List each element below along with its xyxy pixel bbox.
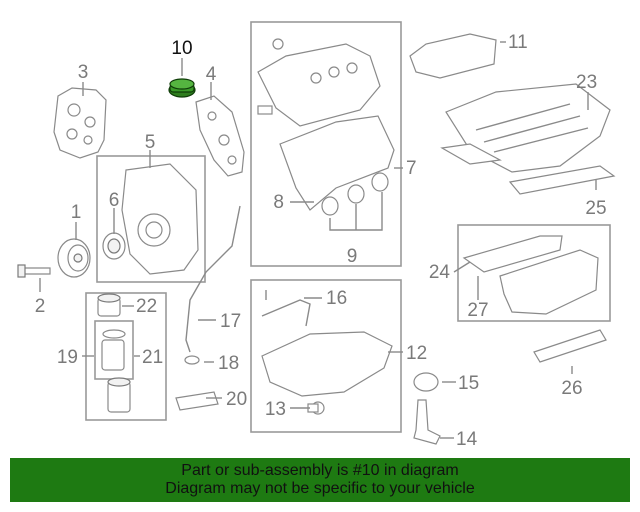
- callout-15: 15: [458, 373, 479, 394]
- gasket-part[interactable]: [175, 391, 219, 411]
- valve-cover-part[interactable]: [257, 38, 381, 127]
- callout-22: 22: [136, 296, 157, 317]
- oil-pan-part[interactable]: [261, 331, 393, 397]
- callout-19: 19: [57, 347, 78, 368]
- front-seal-part[interactable]: [102, 232, 126, 260]
- callout-21: 21: [142, 347, 163, 368]
- valve-cover-gasket-part[interactable]: [279, 115, 395, 211]
- oil-pump-pickup-part[interactable]: [413, 399, 441, 445]
- dipstick-tube-part[interactable]: [185, 205, 241, 353]
- oil-filler-cap-part[interactable]: [168, 78, 196, 98]
- lower-intake-part[interactable]: [462, 235, 599, 315]
- callout-4: 4: [206, 64, 217, 85]
- callout-14: 14: [456, 429, 478, 450]
- callout-18: 18: [218, 353, 239, 374]
- callout-7: 7: [406, 158, 417, 179]
- callout-26: 26: [561, 378, 582, 399]
- oil-baffle-part[interactable]: [261, 290, 311, 327]
- callout-6: 6: [109, 190, 120, 211]
- banner-line-1: Part or sub-assembly is #10 in diagram: [181, 462, 459, 479]
- oil-filter-element-part[interactable]: [101, 329, 126, 371]
- callout-2: 2: [35, 296, 46, 317]
- oil-filter-housing-part[interactable]: [107, 377, 131, 413]
- callout-1: 1: [71, 202, 82, 223]
- callout-25: 25: [585, 198, 606, 219]
- manifold-gasket-part[interactable]: [440, 143, 502, 165]
- callout-9: 9: [347, 246, 358, 267]
- callout-5: 5: [145, 132, 156, 153]
- engine-block-part[interactable]: [53, 87, 107, 159]
- callout-27: 27: [467, 300, 488, 321]
- callout-8: 8: [273, 192, 284, 213]
- oil-level-sensor-part[interactable]: [307, 401, 325, 415]
- callout-16: 16: [326, 288, 347, 309]
- engine-cover-part[interactable]: [409, 33, 497, 79]
- exhaust-gasket-part[interactable]: [533, 329, 607, 363]
- valve-cover-box: [250, 21, 402, 267]
- cover-assembly-box: [96, 155, 206, 283]
- balancer-bolt-part[interactable]: [17, 264, 51, 278]
- callout-11: 11: [508, 32, 528, 53]
- callout-3: 3: [78, 62, 89, 83]
- callout-12: 12: [406, 343, 427, 364]
- front-cover-part[interactable]: [121, 163, 199, 275]
- callout-24: 24: [429, 262, 451, 283]
- timing-cover-part[interactable]: [195, 95, 245, 177]
- oil-pan-box: [250, 279, 402, 433]
- callout-20: 20: [226, 389, 247, 410]
- crankshaft-balancer-part[interactable]: [57, 238, 91, 278]
- callout-10: 10: [171, 38, 192, 59]
- banner-line-2: Diagram may not be specific to your vehi…: [165, 480, 475, 497]
- intake-gasket-part[interactable]: [508, 165, 616, 195]
- intake-lower-box: [457, 224, 611, 322]
- callout-17: 17: [220, 311, 241, 332]
- dipstick-o-ring-part[interactable]: [184, 355, 200, 365]
- leader-lines: [39, 41, 597, 439]
- spark-plug-tube-seal-part[interactable]: [321, 172, 389, 216]
- oil-seal-ring-part[interactable]: [413, 372, 439, 392]
- callout-23: 23: [576, 72, 597, 93]
- callout-13: 13: [265, 399, 286, 420]
- info-banner: Part or sub-assembly is #10 in diagram D…: [10, 458, 630, 502]
- oil-filter-cap-part[interactable]: [97, 293, 121, 317]
